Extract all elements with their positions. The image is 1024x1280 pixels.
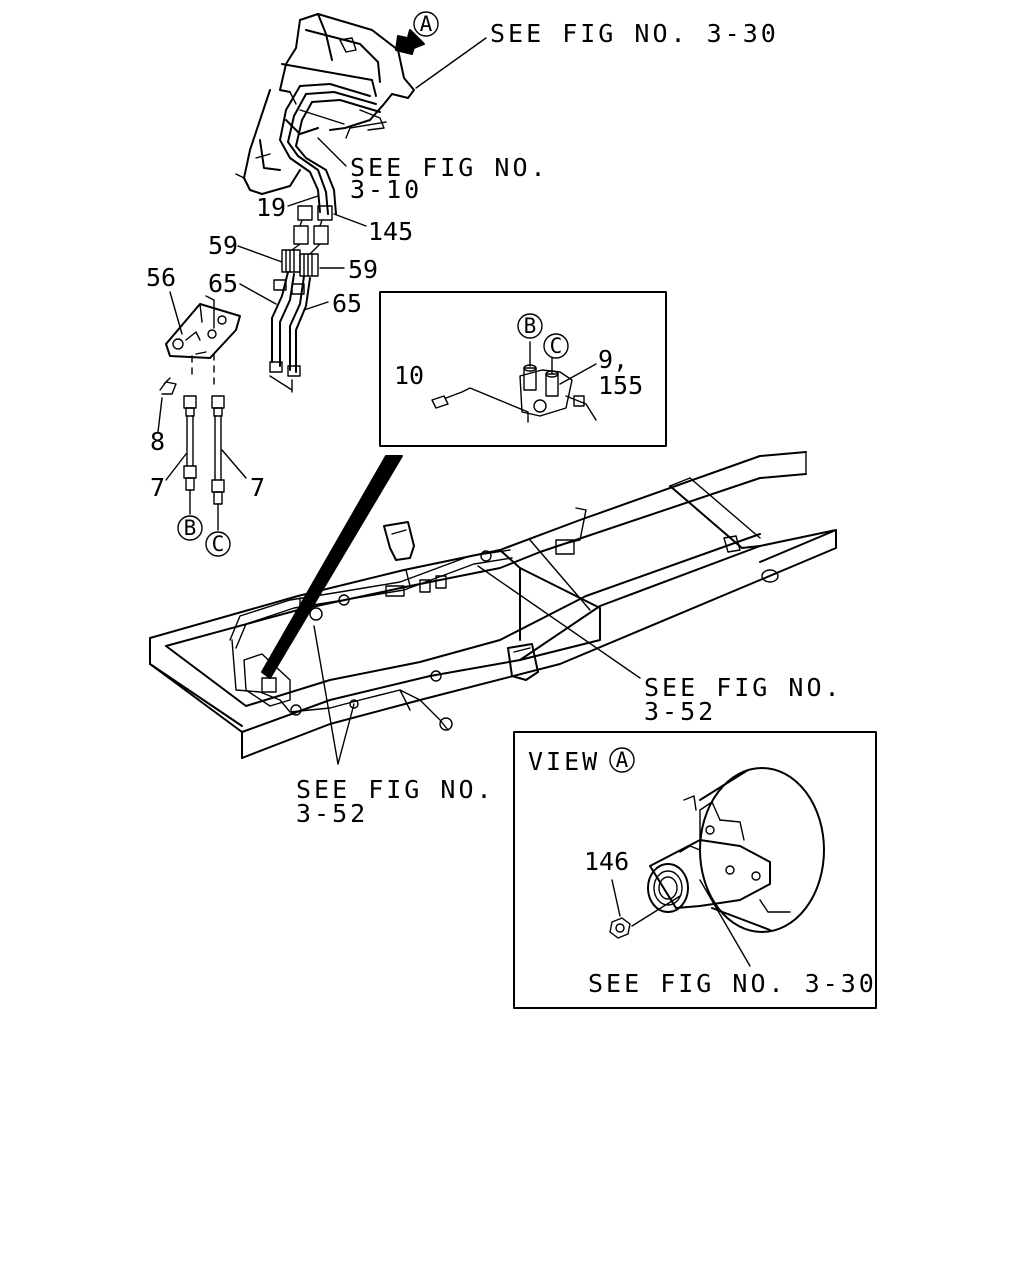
part-number-10: 10 [394,361,424,390]
svg-text:C: C [550,334,563,358]
svg-text:C: C [212,532,225,556]
part-number-56: 56 [146,263,176,292]
part-number-146: 146 [584,847,629,876]
valve-detail-box [379,291,667,447]
callout-letters: A B C B C A [177,11,635,773]
text-labels: SEE FIG NO. 3-30 SEE FIG NO. 3-10 SEE FI… [146,19,877,998]
part-number-65-right: 65 [332,289,362,318]
callout-c-hose: C [205,531,231,557]
label-see-fig-3-10-line1: SEE FIG NO. [350,153,549,182]
part-number-7-right: 7 [250,473,265,502]
master-cylinder-assembly [235,13,425,215]
callout-b-detail: B [517,313,543,339]
label-see-fig-3-30-top: SEE FIG NO. 3-30 [490,19,779,48]
label-see-fig-3-52-left-line1: SEE FIG NO. [296,775,495,804]
label-see-fig-3-52-left-line2: 3-52 [296,799,368,828]
part-number-145: 145 [368,217,413,246]
part-number-9: 9, [598,345,628,374]
callout-a-top: A [413,11,439,37]
part-number-59-right: 59 [348,255,378,284]
label-see-fig-3-30-bottom: SEE FIG NO. 3-30 [588,969,877,998]
part-number-59-left: 59 [208,231,238,260]
view-a-box [513,731,877,1009]
svg-text:B: B [184,516,197,540]
part-number-7-left: 7 [150,473,165,502]
bracket-56 [165,303,241,391]
label-see-fig-3-10-line2: 3-10 [350,175,422,204]
detail-callout-wedge [261,455,403,679]
part-number-65-left: 65 [208,269,238,298]
label-see-fig-3-52-right-line1: SEE FIG NO. [644,673,843,702]
part-number-8: 8 [150,427,165,456]
hoses-and-clip [159,377,225,531]
pipe-fittings-upper [205,205,333,393]
part-number-155: 155 [598,371,643,400]
svg-text:B: B [524,314,537,338]
part-number-19: 19 [256,193,286,222]
svg-text:A: A [616,748,629,772]
leader-lines [157,37,641,765]
callout-a-view: A [609,747,635,773]
callout-b-hose: B [177,515,203,541]
svg-text:A: A [420,12,433,36]
label-view: VIEW [528,747,600,776]
chassis-frame [149,451,837,759]
label-see-fig-3-52-right-line2: 3-52 [644,697,716,726]
callout-c-detail: C [543,333,569,359]
